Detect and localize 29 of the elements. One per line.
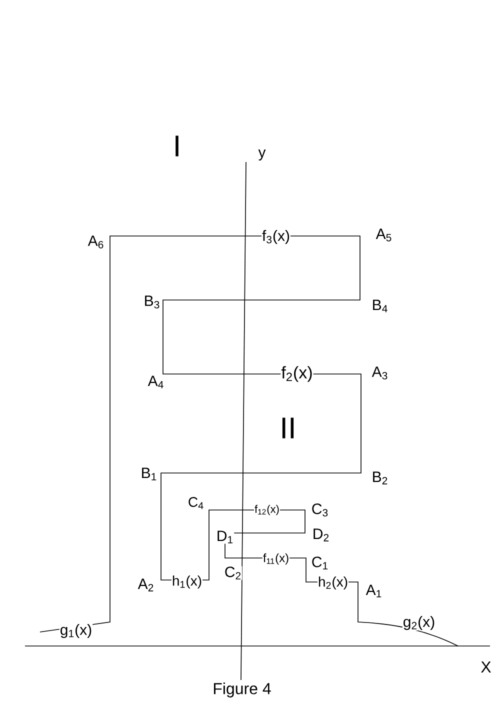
point-label: A$_{6}$ xyxy=(87,235,105,249)
function-label: h$_{2}$(x) xyxy=(317,576,349,590)
axis-label: X xyxy=(480,661,492,673)
point-label: C$_{4}$ xyxy=(187,496,205,510)
function-label: f$_{11}$(x) xyxy=(262,552,290,566)
point-label: C$_{1}$ xyxy=(310,556,330,570)
axis-label: y xyxy=(258,148,266,162)
point-label: B$_{4}$ xyxy=(371,299,389,313)
point-label: A$_{5}$ xyxy=(375,228,393,242)
point-label: C$_{3}$ xyxy=(310,503,330,517)
function-label: f$_{3}$(x) xyxy=(262,230,290,244)
point-label: C$_{2}$ xyxy=(224,566,242,580)
function-label: h$_{1}$(x) xyxy=(171,574,203,590)
point-label: A$_{2}$ xyxy=(137,578,155,592)
point-label: B$_{1}$ xyxy=(140,467,158,481)
point-label: B$_{2}$ xyxy=(371,471,389,485)
function-label: g$_{2}$(x) xyxy=(402,616,436,630)
point-label: D$_{1}$ xyxy=(216,530,234,544)
function-label: g$_{1}$(x) xyxy=(59,624,93,638)
caption: Figure 4 xyxy=(214,682,271,698)
function-label: f$_{2}$(x) xyxy=(280,366,314,382)
point-label: A$_{1}$ xyxy=(365,584,383,598)
point-label: D$_{2}$ xyxy=(312,528,330,542)
point-label: A$_{4}$ xyxy=(147,375,165,389)
region-label: II xyxy=(279,417,297,439)
function-label: f$_{12}$(x) xyxy=(254,504,280,516)
point-label: B$_{3}$ xyxy=(143,295,161,309)
point-label: A$_{3}$ xyxy=(371,366,389,380)
region-label: I xyxy=(172,135,182,157)
